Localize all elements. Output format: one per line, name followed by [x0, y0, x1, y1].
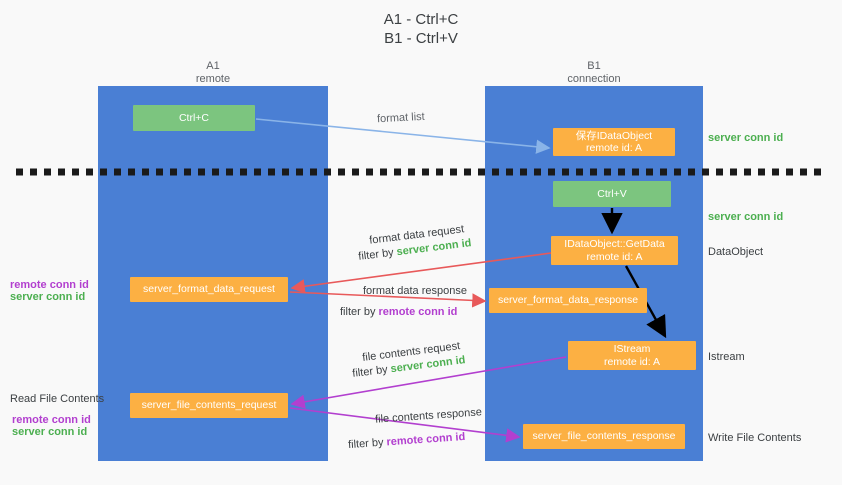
filter-prefix: filter by — [347, 436, 387, 452]
annotation-server-conn-id-second: server conn id — [708, 211, 784, 223]
title-line-2: B1 - Ctrl+V — [384, 30, 458, 47]
annotation-server-conn-id-lower: server conn id — [12, 426, 88, 438]
edge-label-file-contents-response: file contents response — [374, 406, 483, 426]
node-server-file-contents-request-label: server_file_contents_request — [141, 399, 277, 412]
column-header-b1: B1 connection — [504, 60, 684, 86]
filter-prefix: filter by — [340, 306, 379, 318]
node-ctrl-c[interactable]: Ctrl+C — [133, 105, 255, 131]
column-b1-name: B1 — [587, 60, 601, 72]
node-server-file-contents-response[interactable]: server_file_contents_response — [523, 424, 685, 449]
node-istream-remote-id: remote id: A — [603, 355, 661, 368]
annotation-remote-conn-id-lower: remote conn id — [12, 414, 91, 426]
filter-prefix: filter by — [357, 246, 398, 263]
annotation-read-file-contents: Read File Contents — [10, 393, 105, 405]
node-istream[interactable]: IStream remote id: A — [568, 341, 696, 370]
title-line-1: A1 - Ctrl+C — [383, 11, 459, 28]
node-server-format-data-request[interactable]: server_format_data_request — [130, 277, 288, 302]
edge-label-format-list: format list — [376, 110, 425, 126]
annotation-server-conn-id-top: server conn id — [708, 132, 784, 144]
node-idataobject[interactable]: 保存IDataObject remote id: A — [553, 128, 675, 156]
edge-label-format-data-response: format data response — [363, 285, 467, 297]
column-a1-name: A1 — [206, 60, 220, 72]
filter-prefix: filter by — [351, 363, 392, 380]
node-idataobject-remote-id: remote id: A — [585, 142, 643, 154]
node-server-format-data-response[interactable]: server_format_data_response — [489, 288, 647, 313]
node-ctrl-v-label: Ctrl+V — [597, 187, 627, 200]
annotation-server-conn-id-upper: server conn id — [10, 291, 86, 303]
edge-label-format-data-response-filter: filter by remote conn id — [340, 305, 457, 319]
filter-key-remote-conn-id: remote conn id — [378, 306, 458, 318]
node-server-format-data-request-label: server_format_data_request — [143, 283, 275, 296]
annotation-dataobject: DataObject — [708, 246, 764, 258]
node-server-file-contents-request[interactable]: server_file_contents_request — [130, 393, 288, 418]
node-server-file-contents-response-label: server_file_contents_response — [532, 430, 676, 443]
column-a1-sub: remote — [195, 73, 231, 85]
node-ctrl-v[interactable]: Ctrl+V — [553, 181, 671, 207]
annotation-istream: Istream — [708, 351, 745, 363]
filter-key-remote-conn-id: remote conn id — [386, 430, 466, 449]
node-idataobject-getdata[interactable]: IDataObject::GetData remote id: A — [551, 236, 678, 265]
annotation-remote-conn-id-upper: remote conn id — [10, 279, 89, 291]
edge-label-file-contents-response-filter: filter by remote conn id — [348, 430, 466, 452]
column-header-a1: A1 remote — [123, 60, 303, 86]
node-ctrl-c-label: Ctrl+C — [178, 111, 210, 124]
annotation-write-file-contents: Write File Contents — [708, 432, 802, 444]
node-getdata-remote-id: remote id: A — [586, 250, 643, 263]
page-title: A1 - Ctrl+C B1 - Ctrl+V — [0, 10, 842, 48]
node-getdata-label: IDataObject::GetData — [564, 238, 665, 250]
node-server-format-data-response-label: server_format_data_response — [497, 294, 639, 307]
node-istream-label: IStream — [613, 343, 651, 355]
column-b1-sub: connection — [567, 73, 621, 85]
node-idataobject-label: 保存IDataObject — [575, 129, 653, 142]
